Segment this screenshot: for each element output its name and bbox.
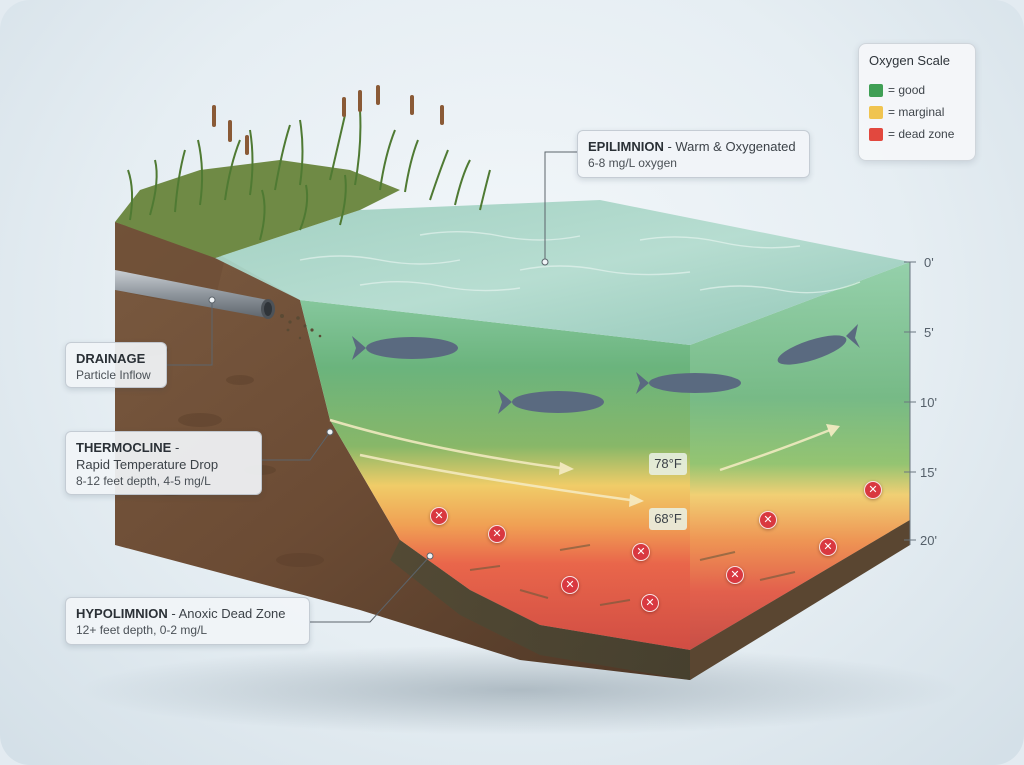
dead-zone-marker: ✕ [641, 594, 659, 612]
grass-blades [127, 109, 491, 241]
catfish-2 [498, 390, 604, 414]
dead-zone-marker: ✕ [726, 566, 744, 584]
dead-zone-marker: ✕ [819, 538, 837, 556]
flow-arrows [329, 418, 831, 502]
water-side-face [690, 262, 910, 650]
soil-side-base [690, 520, 910, 680]
oxygen-scale-legend: Oxygen Scale = good = marginal = dead zo… [858, 43, 976, 161]
legend-title: Oxygen Scale [869, 53, 950, 68]
drainage-pipe [115, 270, 275, 319]
soil-block [115, 222, 690, 680]
legend-label-marginal: = marginal [888, 105, 945, 119]
sediment-debris [469, 544, 796, 606]
thermocline-detail: 8-12 feet depth, 4-5 mg/L [76, 474, 211, 488]
dead-zone-marker: ✕ [864, 481, 882, 499]
catfish-group [352, 324, 860, 414]
hypolimnion-subtitle: - Anoxic Dead Zone [167, 606, 286, 621]
temp-label-lower: 68°F [649, 508, 687, 530]
cattail-heads [212, 85, 444, 155]
catfish-3 [636, 372, 741, 394]
epilimnion-callout: EPILIMNION - Warm & Oxygenated 6-8 mg/L … [577, 130, 810, 178]
epilimnion-subtitle: - Warm & Oxygenated [663, 139, 796, 154]
dead-zone-marker: ✕ [488, 525, 506, 543]
epilimnion-detail: 6-8 mg/L oxygen [588, 156, 677, 170]
swatch-dead-zone [869, 127, 883, 141]
depth-label-20: 20' [920, 533, 937, 548]
epilimnion-title: EPILIMNION [588, 139, 664, 154]
thermocline-subtitle: - [171, 440, 180, 455]
water-surface [215, 200, 910, 345]
temp-label-upper: 78°F [649, 453, 687, 475]
legend-item-dead-zone: = dead zone [869, 123, 965, 145]
dead-zone-marker: ✕ [759, 511, 777, 529]
thermocline-line2: Rapid Temperature Drop [76, 457, 219, 472]
hypolimnion-callout: HYPOLIMNION - Anoxic Dead Zone 12+ feet … [65, 597, 310, 645]
depth-label-10: 10' [920, 395, 937, 410]
drainage-title: DRAINAGE [76, 351, 146, 366]
legend-label-good: = good [888, 83, 926, 97]
legend-item-good: = good [869, 79, 965, 101]
drainage-callout: DRAINAGE Particle Inflow [65, 342, 167, 388]
thermocline-callout: THERMOCLINE - Rapid Temperature Drop 8-1… [65, 431, 262, 495]
leader-lines [167, 151, 577, 623]
catfish-4 [777, 324, 860, 365]
legend-label-dead-zone: = dead zone [888, 127, 955, 141]
hypolimnion-detail: 12+ feet depth, 0-2 mg/L [76, 623, 208, 637]
swatch-marginal [869, 105, 883, 119]
surface-ripples [299, 231, 861, 294]
dead-zone-marker: ✕ [430, 507, 448, 525]
depth-ruler [904, 261, 916, 545]
grass-bank [115, 160, 400, 258]
depth-label-0: 0' [924, 255, 934, 270]
leader-anchors [208, 258, 549, 560]
legend-item-marginal: = marginal [869, 101, 965, 123]
dead-zone-marker: ✕ [632, 543, 650, 561]
catfish-1 [352, 336, 458, 360]
block-shadow [80, 645, 960, 735]
particle-inflow [280, 314, 322, 340]
drainage-detail: Particle Inflow [76, 368, 151, 382]
sediment-bottom [390, 520, 910, 680]
flow-arrowheads [559, 424, 840, 507]
thermocline-title: THERMOCLINE [76, 440, 172, 455]
depth-label-5: 5' [924, 325, 934, 340]
water-front-face [215, 258, 690, 650]
swatch-good [869, 83, 883, 97]
hypolimnion-title: HYPOLIMNION [76, 606, 168, 621]
depth-label-15: 15' [920, 465, 937, 480]
dead-zone-marker: ✕ [561, 576, 579, 594]
